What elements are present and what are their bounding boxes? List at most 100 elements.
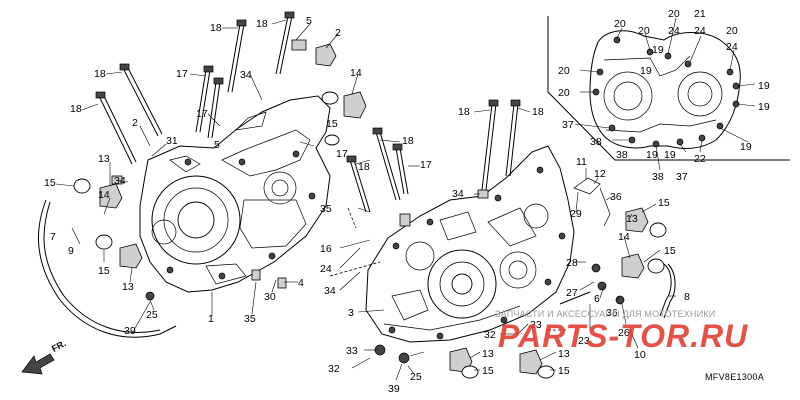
callout-18: 18 <box>70 103 82 115</box>
callout-34: 34 <box>240 69 252 81</box>
left-crankcase-half <box>139 95 331 293</box>
callout-8: 8 <box>684 291 690 303</box>
inset-callout-19: 19 <box>646 149 658 161</box>
inset-callout-37: 37 <box>562 119 574 131</box>
inset-callout-19: 19 <box>664 149 676 161</box>
callout-18: 18 <box>458 106 470 118</box>
callout-5: 5 <box>306 15 312 27</box>
hoses <box>38 199 676 338</box>
callout-13: 13 <box>122 281 134 293</box>
watermark-caption: ЗАПЧАСТИ И АКСЕССУАРЫ ДЛЯ МОТОТЕХНИКИ <box>495 309 716 319</box>
callout-15: 15 <box>482 365 494 377</box>
callout-39: 39 <box>388 383 400 395</box>
inset-callout-20: 20 <box>558 87 570 99</box>
inset-panel <box>547 16 790 171</box>
callout-15: 15 <box>664 245 676 257</box>
callout-25: 25 <box>146 309 158 321</box>
inset-callout-38: 38 <box>652 171 664 183</box>
callout-17: 17 <box>336 148 348 160</box>
callout-35: 35 <box>244 313 256 325</box>
callout-13: 13 <box>482 348 494 360</box>
callout-32: 32 <box>484 329 496 341</box>
callout-14: 14 <box>98 189 110 201</box>
front-direction-arrow <box>21 353 55 375</box>
callout-15: 15 <box>326 118 338 130</box>
guide-lines <box>329 207 568 331</box>
callout-18: 18 <box>256 18 268 30</box>
callout-15: 15 <box>44 177 56 189</box>
watermark-logo: PARTS-TOR.RU <box>498 318 749 354</box>
callout-6: 6 <box>594 293 600 305</box>
callout-2: 2 <box>335 27 341 39</box>
callout-23: 23 <box>578 335 590 347</box>
diagram-code: MFV8E1300A <box>705 372 765 382</box>
callout-18: 18 <box>94 68 106 80</box>
callout-18: 18 <box>402 135 414 147</box>
callout-15: 15 <box>558 365 570 377</box>
callout-9: 9 <box>68 245 74 257</box>
callout-18: 18 <box>532 106 544 118</box>
inset-callout-19: 19 <box>758 101 770 113</box>
inset-callout-24: 24 <box>668 25 680 37</box>
callout-1: 1 <box>208 313 214 325</box>
callout-18: 18 <box>210 22 222 34</box>
callout-13: 13 <box>558 348 570 360</box>
inset-callout-20: 20 <box>558 65 570 77</box>
callout-14: 14 <box>350 67 362 79</box>
callout-18: 18 <box>358 161 370 173</box>
inset-callout-20: 20 <box>638 25 650 37</box>
callout-11: 11 <box>576 156 587 168</box>
inset-callout-19: 19 <box>640 65 652 77</box>
callout-24: 24 <box>320 263 332 275</box>
inset-callout-24: 24 <box>694 25 706 37</box>
callout-31: 31 <box>166 135 178 147</box>
callout-28: 28 <box>566 257 578 269</box>
callout-36: 36 <box>606 307 618 319</box>
callout-17: 17 <box>176 68 188 80</box>
callout-16: 16 <box>320 243 332 255</box>
callout-33: 33 <box>346 345 358 357</box>
callout-29: 29 <box>570 208 582 220</box>
callout-3: 3 <box>348 307 354 319</box>
callout-15: 15 <box>658 197 670 209</box>
callout-39: 39 <box>124 325 136 337</box>
inset-callout-37: 37 <box>676 171 688 183</box>
callout-33: 33 <box>530 319 542 331</box>
inset-callout-20: 20 <box>614 18 626 30</box>
inset-callout-22: 22 <box>694 153 706 165</box>
callout-35: 35 <box>320 203 332 215</box>
inset-callout-21: 21 <box>694 8 706 20</box>
callout-7: 7 <box>50 231 56 243</box>
inset-callout-19: 19 <box>758 80 770 92</box>
callout-34: 34 <box>324 285 336 297</box>
inset-callout-38: 38 <box>590 136 602 148</box>
callout-15: 15 <box>98 265 110 277</box>
callout-34: 34 <box>114 175 126 187</box>
callout-30: 30 <box>264 291 276 303</box>
callout-17: 17 <box>196 108 208 120</box>
inset-callout-20: 20 <box>668 8 680 20</box>
small-parts <box>73 39 667 379</box>
callout-25: 25 <box>410 371 422 383</box>
callout-10: 10 <box>634 349 646 361</box>
inset-callout-19: 19 <box>740 141 752 153</box>
callout-12: 12 <box>594 168 606 180</box>
callout-26: 26 <box>618 327 630 339</box>
callout-32: 32 <box>328 363 340 375</box>
inset-callout-19: 19 <box>652 44 664 56</box>
callout-13: 13 <box>98 153 110 165</box>
callout-36: 36 <box>610 191 622 203</box>
callout-27: 27 <box>566 287 578 299</box>
callout-17: 17 <box>420 159 432 171</box>
inset-callout-24: 24 <box>726 41 738 53</box>
right-crankcase-half <box>365 145 575 343</box>
callout-34: 34 <box>452 188 464 200</box>
callout-2: 2 <box>132 117 138 129</box>
callout-labels: 18 18 5 2 18 17 34 14 18 17 2 31 5 15 18… <box>44 8 770 395</box>
inset-callout-38: 38 <box>616 149 628 161</box>
leader-lines <box>55 19 676 381</box>
callout-4: 4 <box>298 277 304 289</box>
callout-5: 5 <box>214 139 220 151</box>
callout-14: 14 <box>618 231 630 243</box>
